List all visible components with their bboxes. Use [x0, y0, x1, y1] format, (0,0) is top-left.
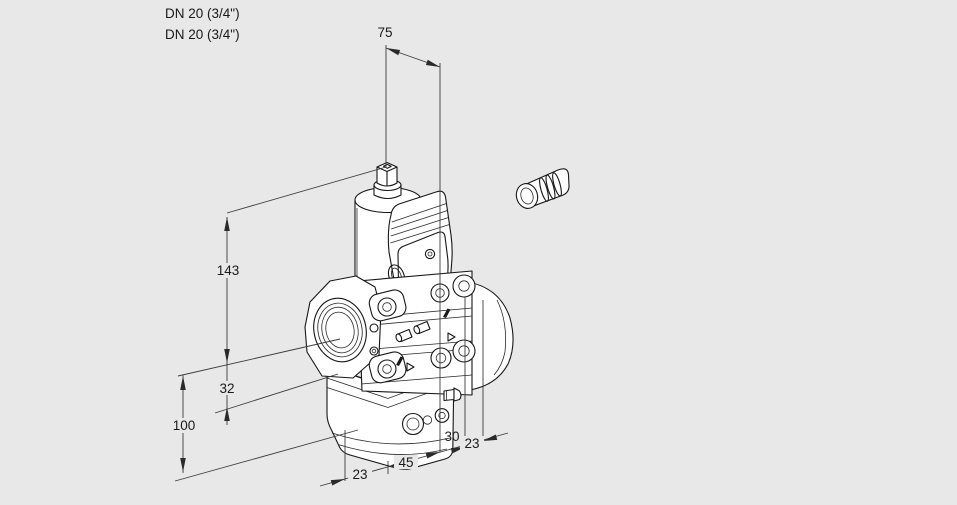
dim-label-30: 30 [444, 429, 459, 444]
port-label-1: DN 20 (3/4") [165, 6, 240, 21]
dim-label-32: 32 [219, 381, 234, 396]
flow-arrow-icon [406, 362, 415, 372]
dimension-upper-height: 143 32 [177, 166, 387, 425]
dim-label-75: 75 [377, 25, 392, 40]
housing-screw-icon [424, 248, 436, 260]
dimension-bottom-chain: 23 45 30 23 [319, 297, 509, 487]
small-screw-icon [369, 323, 379, 333]
dim-label-23-left: 23 [352, 467, 367, 482]
mark-icon [443, 308, 451, 318]
dim-label-143: 143 [217, 263, 240, 278]
outlet-flange [467, 281, 514, 391]
bolt-icon [452, 339, 476, 363]
strainer-plug [515, 168, 570, 209]
dim-label-45: 45 [398, 455, 413, 470]
adjustment-cap [373, 161, 402, 200]
dimension-top-width: 75 [377, 25, 441, 452]
small-screw-icon [369, 346, 379, 356]
flange-bolts [368, 274, 476, 384]
coil-housing [387, 190, 453, 301]
port-label-2: DN 20 (3/4") [165, 27, 240, 42]
bolt-icon [377, 297, 397, 317]
test-nipple-icon [413, 320, 431, 335]
body-details [369, 308, 456, 372]
screw-port [434, 408, 450, 423]
dim-label-23-right: 23 [464, 436, 479, 451]
dimension-lower-height: 100 [168, 375, 359, 482]
dim-label-100: 100 [173, 418, 196, 433]
test-nipple-icon [395, 328, 413, 343]
flow-arrow-icon [447, 332, 456, 342]
bolt-icon [430, 347, 452, 369]
mark-icon [396, 356, 404, 366]
inlet-thread [313, 297, 367, 363]
bolt-icon [377, 359, 397, 379]
breather-port [401, 412, 425, 436]
port-size-labels: DN 20 (3/4") DN 20 (3/4") [165, 6, 240, 42]
small-port [422, 415, 433, 425]
pressure-test-nipple [443, 387, 462, 402]
bolt-icon [452, 274, 476, 298]
